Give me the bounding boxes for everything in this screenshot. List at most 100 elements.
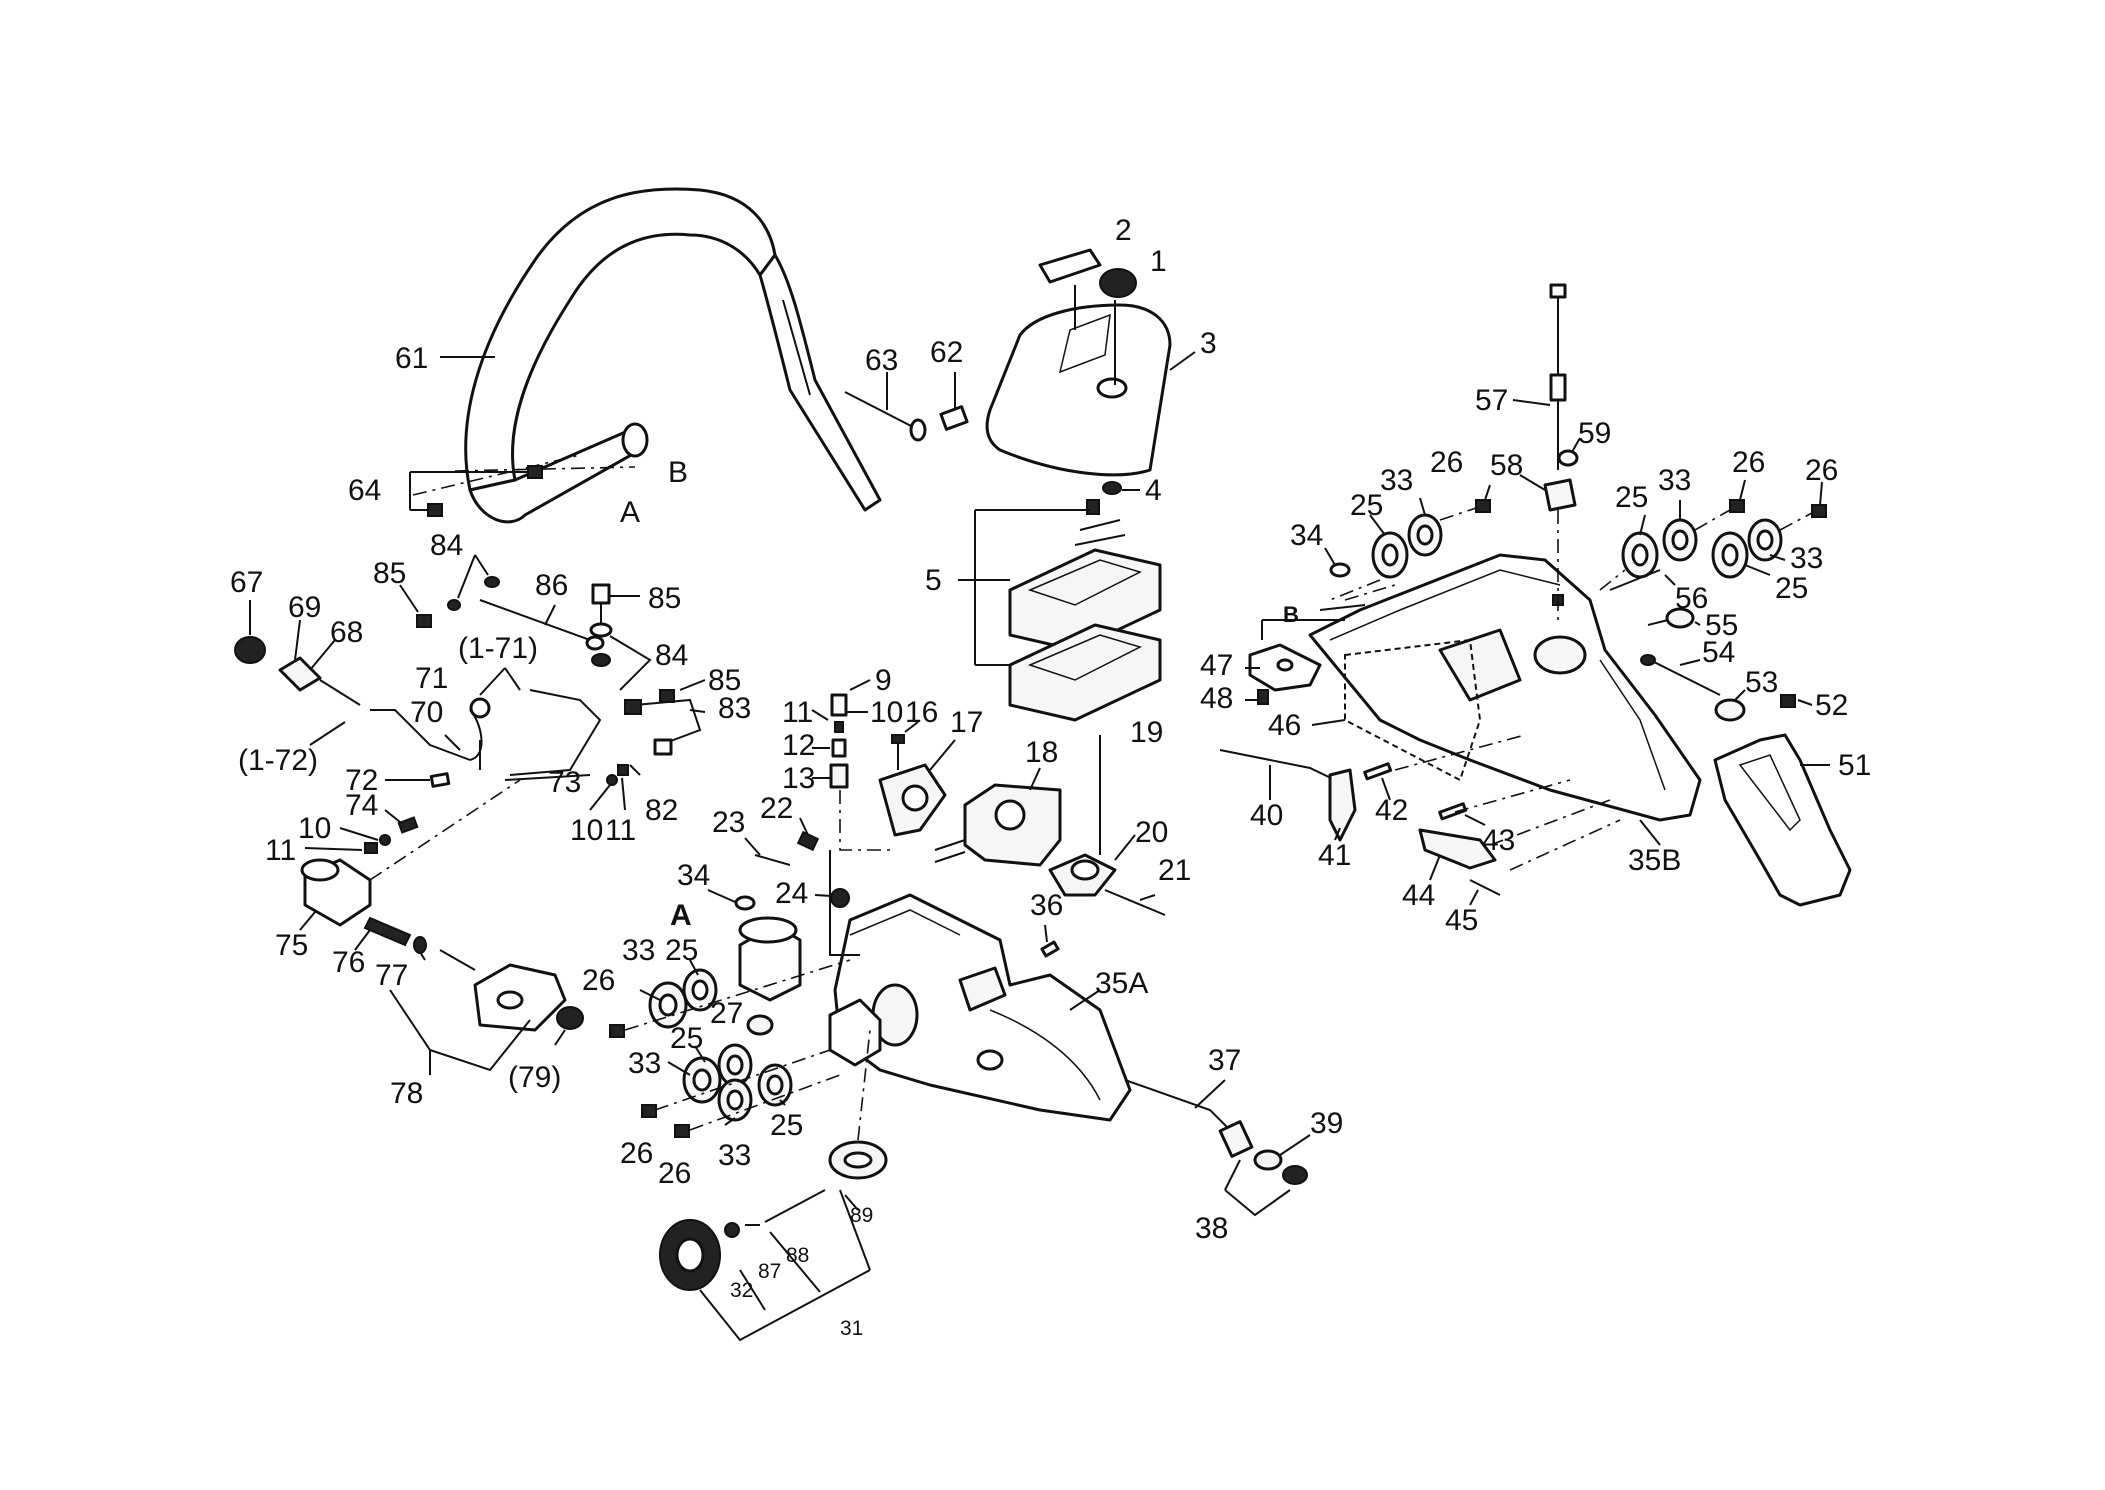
trigger-41 <box>1328 768 1357 842</box>
label-24: 24 <box>775 877 808 910</box>
label-4: 4 <box>1145 474 1162 507</box>
leader-75 <box>299 911 316 931</box>
spacer-27 <box>746 1014 774 1036</box>
label-87: 87 <box>758 1260 781 1283</box>
pin-23 <box>754 854 791 866</box>
label-84-a: 84 <box>430 529 463 562</box>
fitting-10-11 <box>364 834 391 854</box>
nut-55 <box>1647 607 1695 629</box>
label-70: 70 <box>410 696 443 729</box>
bolt-63 <box>844 391 927 442</box>
label-32: 32 <box>730 1279 753 1302</box>
adapter-17 <box>878 763 947 837</box>
label-43: 43 <box>1482 824 1515 857</box>
leader-39 <box>1279 1134 1311 1156</box>
label-10-left: 10 <box>298 812 331 845</box>
pin-43 <box>1438 802 1468 821</box>
fitting-82-83 <box>624 698 702 756</box>
leader-22-23 <box>744 817 809 856</box>
label-1-72: (1-72) <box>238 744 318 777</box>
air-filter-upper <box>1008 499 1162 652</box>
pin-34b <box>1329 562 1351 578</box>
leader-55 <box>1694 621 1701 626</box>
leader-41 <box>1334 827 1341 841</box>
label-67: 67 <box>230 566 263 599</box>
leader-35b <box>1639 819 1661 846</box>
pickup-68-69 <box>278 656 361 706</box>
label-38: 38 <box>1195 1212 1228 1245</box>
carburetor <box>934 783 1062 867</box>
leader-35a <box>1069 989 1101 1011</box>
label-26-b: 26 <box>620 1137 653 1170</box>
gasket-46 <box>1344 638 1482 782</box>
leaders-84-85 <box>399 554 489 613</box>
label-33-f: 33 <box>1790 542 1823 575</box>
leader-16 <box>904 721 919 733</box>
cable-37 <box>1124 1079 1254 1158</box>
av-mount-right-5 <box>1711 531 1749 579</box>
washer-84-c <box>589 622 613 667</box>
pump-body-78 <box>439 949 567 1032</box>
leaders-25-33-26-right <box>1369 479 1823 576</box>
bracket-5 <box>958 509 1090 666</box>
screw-26-b <box>641 1104 657 1118</box>
av-mount-left-6 <box>757 1063 793 1107</box>
intake-20 <box>1048 853 1117 897</box>
label-85-c: 85 <box>708 664 741 697</box>
label-48: 48 <box>1200 682 1233 715</box>
av-mount-left-1 <box>648 981 688 1029</box>
label-a-left: A <box>670 899 692 932</box>
label-41: 41 <box>1318 839 1351 872</box>
bracket-64 <box>409 471 528 511</box>
label-61: 61 <box>395 342 428 375</box>
leader-79 <box>554 1029 566 1046</box>
leaders-25-33-left <box>639 959 786 1126</box>
washer-84-b <box>484 576 500 588</box>
leader-74 <box>384 809 401 823</box>
label-26-d: 26 <box>1430 446 1463 479</box>
leader-10-11-mid <box>589 777 626 811</box>
label-52: 52 <box>1815 689 1848 722</box>
pin-34a <box>734 895 756 911</box>
bracket-84-c <box>609 635 652 691</box>
leaders-57-59 <box>1512 399 1581 491</box>
label-12: 12 <box>782 729 815 762</box>
dashline-13-crankcase <box>839 790 890 851</box>
label-33-b: 33 <box>628 1047 661 1080</box>
bolt-85-b <box>591 583 611 625</box>
leader-10-11-left <box>304 827 379 851</box>
screw-26-c <box>674 1124 690 1138</box>
label-3: 3 <box>1200 327 1217 360</box>
label-1-71: (1-71) <box>458 632 538 665</box>
label-86: 86 <box>535 569 568 602</box>
cylinder-a <box>738 916 802 1002</box>
label-20: 20 <box>1135 816 1168 849</box>
leader-36 <box>1044 924 1048 943</box>
screw-26-d <box>1475 499 1491 513</box>
stud-21 <box>1104 889 1166 916</box>
pin-42 <box>1363 762 1393 781</box>
leader-56 <box>1664 574 1676 586</box>
leader-21 <box>1139 894 1156 901</box>
label-b-handle: B <box>668 456 688 489</box>
valve-12 <box>831 738 847 758</box>
label-2: 2 <box>1115 214 1132 247</box>
leader-77 <box>419 951 426 961</box>
label-62: 62 <box>930 336 963 369</box>
label-34-b: 34 <box>1290 519 1323 552</box>
label-83: 83 <box>718 692 751 725</box>
label-25-d: 25 <box>1350 489 1383 522</box>
leader-89 <box>844 1194 859 1211</box>
label-53: 53 <box>1745 666 1778 699</box>
label-21: 21 <box>1158 854 1191 887</box>
label-9: 9 <box>875 664 892 697</box>
label-18: 18 <box>1025 736 1058 769</box>
rod-57 <box>1549 283 1567 470</box>
label-27: 27 <box>710 997 743 1030</box>
label-84-b: 84 <box>655 639 688 672</box>
av-mount-right-1 <box>1371 531 1409 579</box>
screw-64a <box>527 465 543 479</box>
oil-pump-75 <box>300 858 372 927</box>
dashline-b-right <box>1344 584 1396 601</box>
av-mount-left-4 <box>717 1043 753 1087</box>
